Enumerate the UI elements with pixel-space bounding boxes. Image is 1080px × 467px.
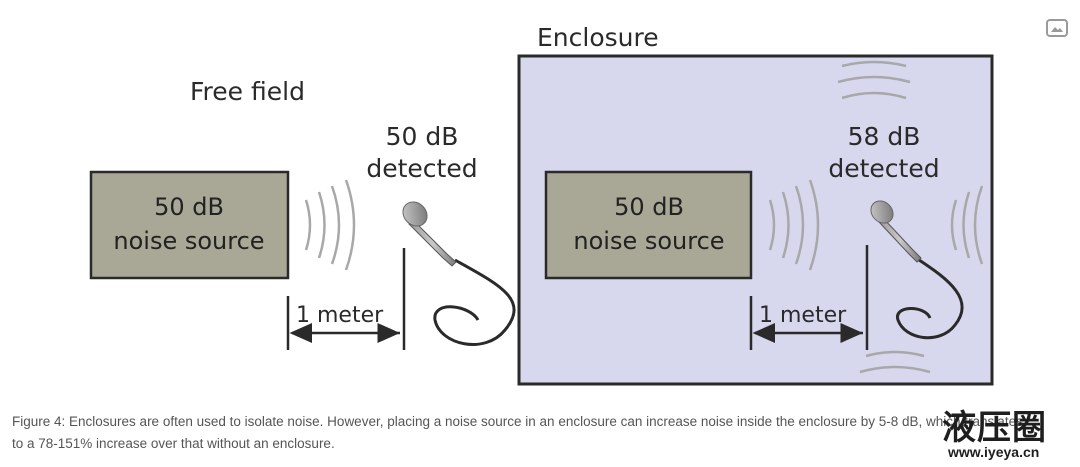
free-field-source-caption: noise source	[113, 227, 264, 255]
enclosed-distance-label: 1 meter	[759, 303, 847, 328]
free-field-source-level: 50 dB	[154, 193, 224, 221]
enclosed-sound-waves	[768, 179, 820, 271]
enclosed-noise-source: 50 dB noise source	[544, 170, 753, 280]
free-field-sound-waves	[304, 179, 356, 271]
reflected-sound-waves-top	[837, 60, 911, 100]
watermark-url: www.iyeya.cn	[948, 444, 1040, 460]
free-field-label: Free field	[190, 77, 305, 106]
enclosed-detected-caption: detected	[828, 154, 939, 183]
free-field-microphone-icon	[402, 201, 516, 346]
enclosed-source-caption: noise source	[573, 227, 724, 255]
enclosed-detected-level: 58 dB	[848, 122, 921, 151]
watermark-brand: 液压圈	[942, 408, 1047, 448]
watermark: 液压圈 www.iyeya.cn	[940, 400, 1080, 467]
enclosure-label: Enclosure	[537, 23, 659, 52]
free-field-detected-caption: detected	[366, 154, 477, 183]
caption-line-1: Figure 4: Enclosures are often used to i…	[12, 414, 1023, 429]
enclosed-microphone-icon	[870, 200, 964, 340]
free-field-detected-level: 50 dB	[386, 122, 459, 151]
enclosure-diagram: Enclosure Free field 50 dB noise source …	[89, 23, 994, 386]
reflected-sound-waves-bottom	[859, 350, 931, 374]
enclosed-source-level: 50 dB	[614, 193, 684, 221]
image-icon[interactable]	[1046, 18, 1068, 38]
caption-line-2: to a 78-151% increase over that without …	[12, 436, 335, 451]
figure-caption: Figure 4: Enclosures are often used to i…	[12, 411, 1023, 455]
free-field-distance-label: 1 meter	[296, 303, 384, 328]
free-field-noise-source: 50 dB noise source	[89, 170, 290, 280]
reflected-sound-waves-right	[950, 185, 984, 265]
